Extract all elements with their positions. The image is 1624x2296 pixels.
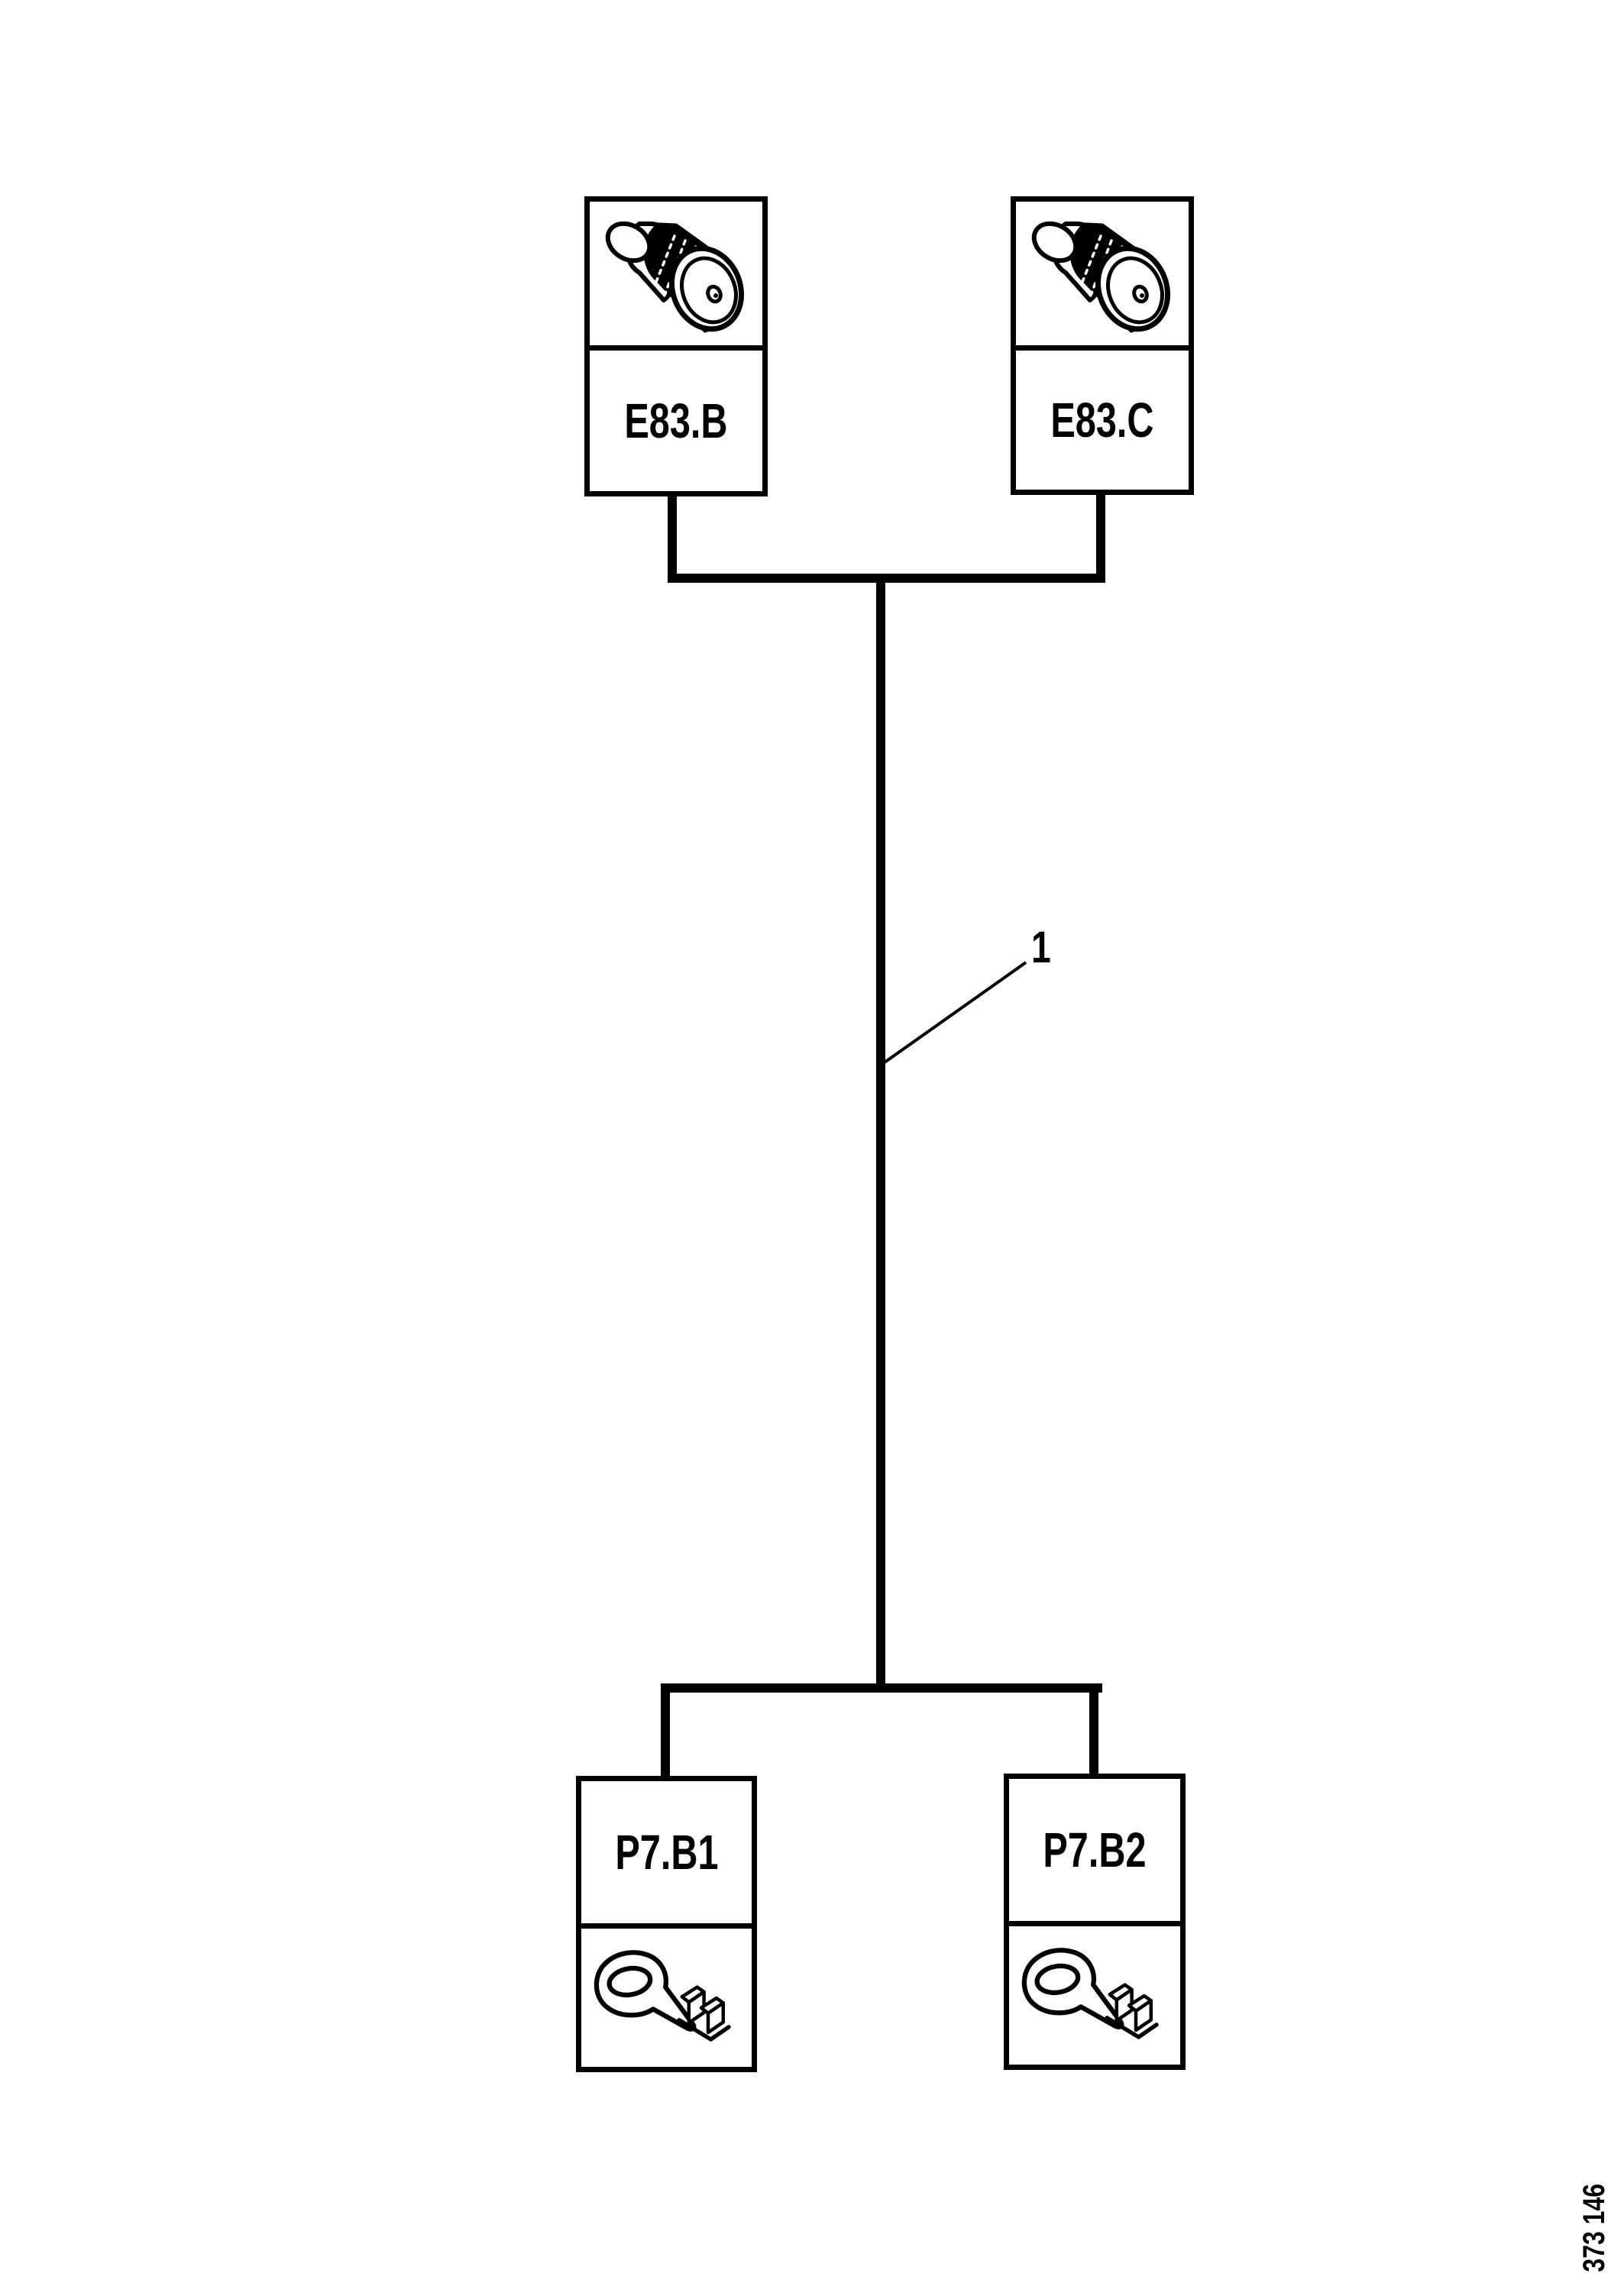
connector-box-p7b1: P7.B1: [576, 1776, 757, 2072]
wire-drop-p7b2: [1089, 1683, 1098, 1779]
callout-leader-line: [881, 961, 1027, 1066]
connector-image-section: [1016, 202, 1189, 345]
wire-top-horizontal: [668, 574, 1105, 583]
ring-terminal-icon: [594, 1949, 731, 2042]
connector-image-section: [1009, 1926, 1180, 2065]
wire-callout-label: 1: [1031, 923, 1051, 972]
connector-label-section: E83.C: [1016, 345, 1189, 490]
connector-box-e83b: E83.B: [584, 196, 768, 496]
connector-label: E83.B: [624, 393, 728, 448]
wire-stub-e83c: [1096, 490, 1105, 583]
wire-drop-p7b1: [661, 1683, 670, 1781]
connector-label: P7.B2: [1043, 1822, 1147, 1877]
wire-stub-e83b: [668, 492, 677, 583]
connector-label: P7.B1: [614, 1825, 719, 1880]
connector-label-section: E83.B: [590, 345, 762, 491]
connector-label-section: P7.B2: [1009, 1779, 1180, 1926]
ring-terminal-icon: [1021, 1947, 1159, 2039]
bullet-connector-icon: [605, 221, 745, 333]
figure-number: 373 146: [1577, 2183, 1611, 2272]
connector-box-p7b2: P7.B2: [1004, 1774, 1186, 2070]
connector-label: E83.C: [1050, 393, 1154, 448]
connector-image-section: [581, 1929, 752, 2067]
connector-box-e83c: E83.C: [1011, 196, 1194, 495]
connector-label-section: P7.B1: [581, 1781, 752, 1929]
wire-main-trunk: [876, 574, 885, 1693]
wire-bottom-horizontal: [661, 1683, 1102, 1693]
connector-image-section: [590, 202, 762, 345]
bullet-connector-icon: [1031, 221, 1171, 333]
